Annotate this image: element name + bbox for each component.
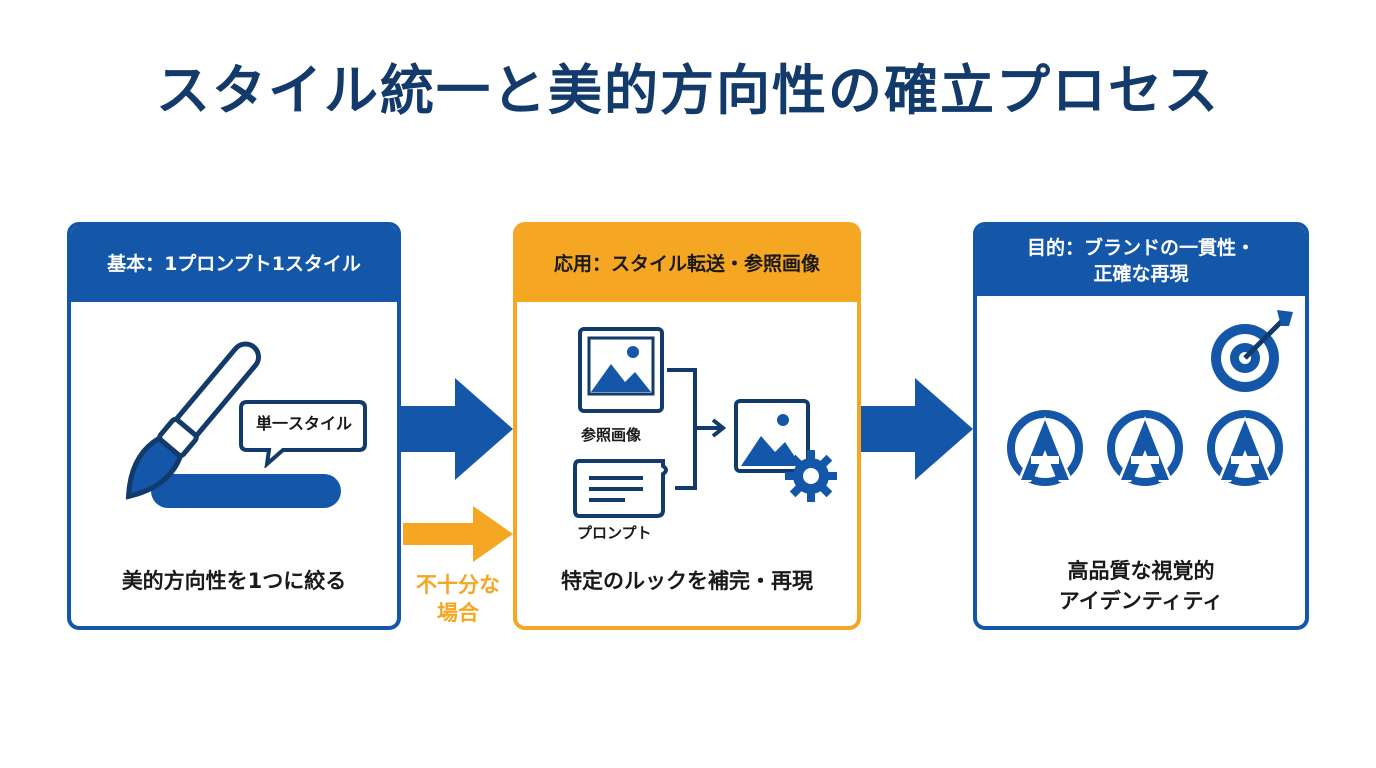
- single-style-label: 単一スタイル: [255, 414, 352, 433]
- flow-arrow-2: [861, 378, 973, 480]
- step-applied-caption: 特定のルックを補完・再現: [561, 569, 813, 593]
- step-applied-card: 応用：スタイル転送・参照画像 参照画像 プロンプト 特: [513, 222, 861, 630]
- step-applied-header: 応用：スタイル転送・参照画像: [517, 226, 857, 302]
- prompt-bubble-icon: [573, 459, 668, 518]
- fallback-arrow: [403, 506, 513, 562]
- step-basic-header: 基本：1プロンプト1スタイル: [71, 226, 397, 302]
- output-image-icon: [734, 399, 810, 473]
- logo-a-icon: [1207, 410, 1283, 486]
- reference-image-icon: [578, 327, 664, 413]
- gear-icon: [785, 450, 837, 502]
- target-icon: [1211, 310, 1293, 392]
- flow-arrow-1: [401, 378, 513, 480]
- paintbrush-icon: [125, 341, 341, 508]
- merge-connector: [667, 368, 727, 490]
- reference-image-label: 参照画像: [581, 426, 642, 444]
- page-title: スタイル統一と美的方向性の確立プロセス: [156, 59, 1220, 122]
- step-basic-card: 基本：1プロンプト1スタイル 単一スタイル 美的方向性を1つに絞る: [67, 222, 401, 630]
- prompt-label: プロンプト: [577, 524, 652, 542]
- step-goal-caption: 高品質な視覚的 アイデンティティ: [1058, 559, 1224, 613]
- step-goal-header: 目的：ブランドの一貫性・ 正確な再現: [977, 226, 1305, 296]
- step-goal-card: 目的：ブランドの一貫性・ 正確な再現 高品質な視覚的 アイデンティティ: [973, 222, 1309, 630]
- step-basic-caption: 美的方向性を1つに絞る: [121, 569, 347, 593]
- speech-bubble-icon: [239, 400, 367, 468]
- logo-a-icon: [1007, 410, 1083, 486]
- logo-a-icon: [1107, 410, 1183, 486]
- fallback-label: 不十分な 場合: [416, 573, 500, 625]
